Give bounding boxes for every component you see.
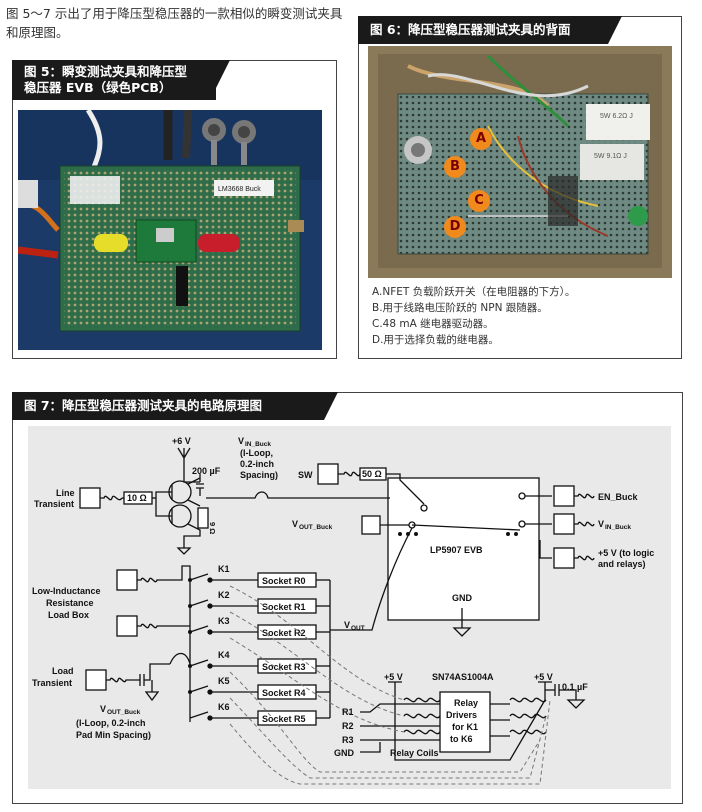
schematic-en-buck: EN_Buck xyxy=(598,492,639,502)
schematic-plus5v-left: +5 V xyxy=(384,672,403,682)
figure-5-title: 图 5：瞬变测试夹具和降压型 稳压器 EVB（绿色PCB） xyxy=(12,60,230,100)
figure-5-title-line2: 稳压器 EVB（绿色PCB） xyxy=(24,80,172,95)
socket-label-2: Socket R2 xyxy=(262,628,306,638)
figure-6-resistor-2: 5W 9.1Ω J xyxy=(594,153,627,160)
figure-5-title-line1: 图 5：瞬变测试夹具和降压型 xyxy=(24,64,188,79)
schematic-driver-4: to K6 xyxy=(450,734,473,744)
schematic-vout-buck-v: V xyxy=(292,519,298,529)
socket-label-1: Socket R1 xyxy=(262,602,306,612)
schematic-low-ind-1: Low-Inductance xyxy=(32,586,101,596)
schematic-r9: 9 Ω xyxy=(208,522,217,534)
schematic-low-ind-3: Load Box xyxy=(48,610,89,620)
schematic-vout-bottom-spacing: Pad Min Spacing) xyxy=(76,730,151,740)
schematic-driver-3: for K1 xyxy=(452,722,478,732)
relay-switch-k1 xyxy=(189,573,258,581)
figure-6-note-a: A.NFET 负载阶跃开关（在电阻器的下方）。 xyxy=(372,286,576,298)
relay-contact-k5 xyxy=(207,689,213,695)
schematic-evb-label: LP5907 EVB xyxy=(430,545,483,555)
schematic-evb-gnd: GND xyxy=(452,593,473,603)
schematic-gnd-bottom: GND xyxy=(334,748,355,758)
schematic-driver-1: Relay xyxy=(454,698,478,708)
schematic-plus5v-logic-2: and relays) xyxy=(598,559,646,569)
figure-6-note-b: B.用于线路电压阶跃的 NPN 跟随器。 xyxy=(372,302,548,314)
relay-label-k1: K1 xyxy=(218,564,230,574)
schematic-r2: R2 xyxy=(342,721,354,731)
relay-contact-k6 xyxy=(207,715,213,721)
relay-label-k3: K3 xyxy=(218,616,230,626)
schematic-plus6v: +6 V xyxy=(172,436,191,446)
schematic-vout-v: V xyxy=(344,620,350,630)
relay-label-k5: K5 xyxy=(218,676,230,686)
figure-6-title: 图 6：降压型稳压器测试夹具的背面 xyxy=(358,16,622,44)
schematic-r3: R3 xyxy=(342,735,354,745)
schematic-vin-label-spacing2: Spacing) xyxy=(240,470,278,480)
schematic-vin-label-spacing: 0.2-inch xyxy=(240,459,274,469)
schematic-vin-label-sub: IN_Buck xyxy=(245,441,271,448)
relay-switch-k6 xyxy=(189,711,258,719)
schematic-vin-buck-out-sub: IN_Buck xyxy=(605,524,631,531)
figure-6-notes: A.NFET 负载阶跃开关（在电阻器的下方）。 B.用于线路电压阶跃的 NPN … xyxy=(372,284,676,348)
figure-6-marker-b: B xyxy=(444,156,466,178)
schematic-r10: 10 Ω xyxy=(127,493,147,503)
figure-7-title: 图 7：降压型稳压器测试夹具的电路原理图 xyxy=(12,392,338,420)
socket-label-3: Socket R3 xyxy=(262,662,306,672)
schematic-plus5v-right: +5 V xyxy=(534,672,553,682)
relay-switch-k2 xyxy=(189,599,258,607)
schematic-r50: 50 Ω xyxy=(362,469,382,479)
figure-5-board-label: LM3668 Buck xyxy=(218,186,261,193)
schematic-cap200: 200 µF xyxy=(192,466,221,476)
figure-6-marker-d: D xyxy=(444,216,466,238)
relay-label-k6: K6 xyxy=(218,702,230,712)
schematic-low-ind-2: Resistance xyxy=(46,598,94,608)
relay-switch-k5 xyxy=(189,685,258,693)
socket-label-4: Socket R4 xyxy=(262,688,306,698)
schematic-line-transient-1: Line xyxy=(56,488,75,498)
relay-label-k2: K2 xyxy=(218,590,230,600)
schematic-vout-bottom-iloop: (I-Loop, 0.2-inch xyxy=(76,718,146,728)
schematic-r1: R1 xyxy=(342,707,354,717)
schematic-line-transient-2: Transient xyxy=(34,499,74,509)
figure-6-marker-c: C xyxy=(468,190,490,212)
schematic-vin-buck-out-v: V xyxy=(598,519,604,529)
schematic-vout-sub: OUT xyxy=(351,625,365,632)
schematic-vout-bottom-v: V xyxy=(100,704,106,714)
relay-label-k4: K4 xyxy=(218,650,230,660)
schematic-load-transient-2: Transient xyxy=(32,678,72,688)
figure-5-photo: LM3668 Buck xyxy=(18,110,322,350)
schematic-vin-label-iloop: (I-Loop, xyxy=(240,448,273,458)
relay-switch-k4 xyxy=(189,659,258,667)
socket-label-0: Socket R0 xyxy=(262,576,306,586)
figure-6-marker-a: A xyxy=(470,128,492,150)
figure-6-note-c: C.48 mA 继电器驱动器。 xyxy=(372,318,494,330)
figure-6-resistor-1: 5W 6.2Ω J xyxy=(600,113,633,120)
schematic-driver-2: Drivers xyxy=(446,710,477,720)
schematic-chip: SN74AS1004A xyxy=(432,672,494,682)
relay-switch-k3 xyxy=(189,625,258,633)
intro-text: 图 5～7 示出了用于降压型稳压器的一款相似的瞬变测试夹具和原理图。 xyxy=(6,6,343,40)
relay-contact-k1 xyxy=(207,577,213,583)
relay-contact-k4 xyxy=(207,663,213,669)
schematic-load-transient-1: Load xyxy=(52,666,74,676)
schematic-vout-bottom-sub: OUT_Buck xyxy=(107,709,141,716)
figure-6-note-d: D.用于选择负载的继电器。 xyxy=(372,334,499,346)
socket-label-5: Socket R5 xyxy=(262,714,306,724)
figure-6-photo: 5W 6.2Ω J 5W 9.1Ω J xyxy=(368,46,672,278)
schematic-relay-coils: Relay Coils xyxy=(390,748,439,758)
schematic-sw: SW xyxy=(298,470,313,480)
schematic-cap01: 0.1 µF xyxy=(562,682,588,692)
relay-contact-k2 xyxy=(207,603,213,609)
relay-contact-k3 xyxy=(207,629,213,635)
schematic-vin-label-v: V xyxy=(238,436,244,446)
schematic-vout-buck-sub: OUT_Buck xyxy=(299,524,333,531)
schematic-plus5v-logic-1: +5 V (to logic xyxy=(598,548,654,558)
